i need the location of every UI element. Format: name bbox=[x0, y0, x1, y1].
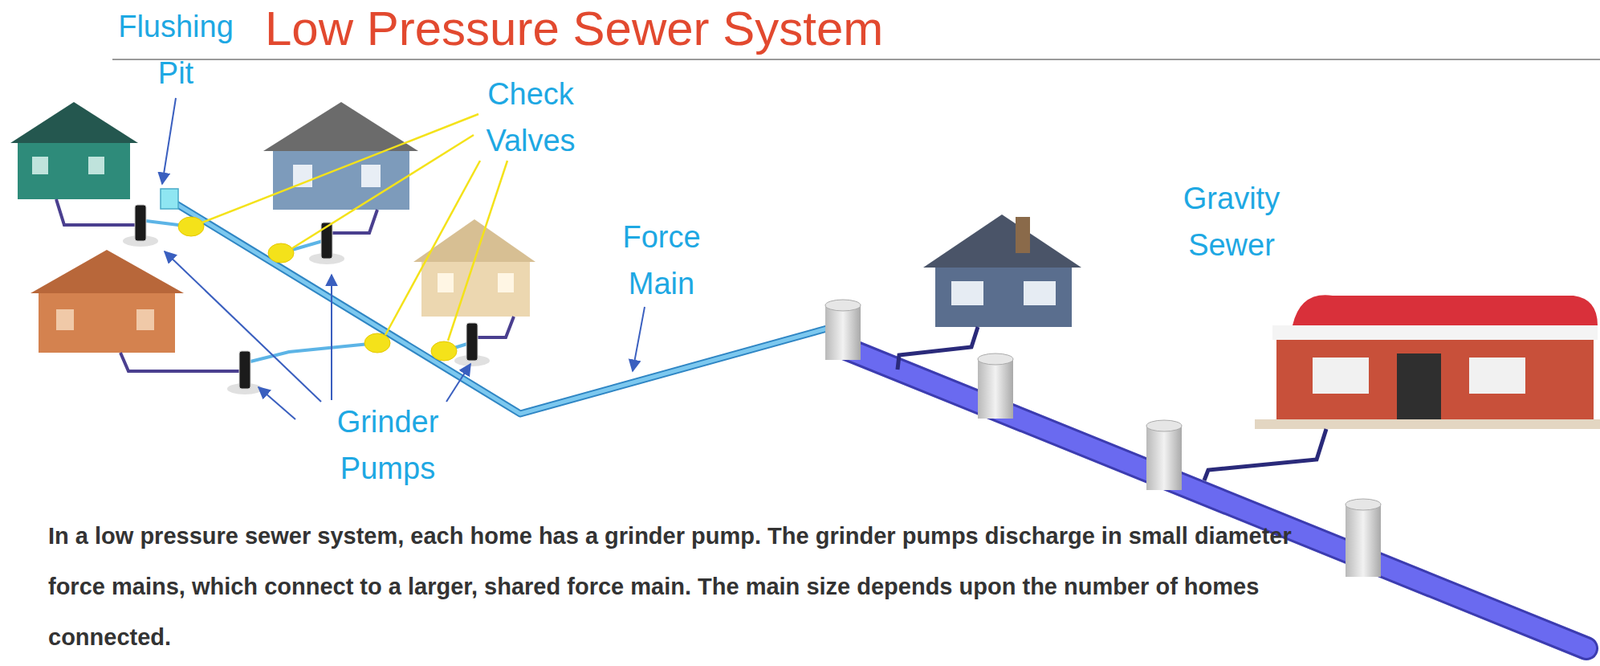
house-green bbox=[10, 101, 139, 200]
flushing-pit-box bbox=[160, 188, 179, 209]
force-main-pipe bbox=[168, 199, 827, 414]
house-beige bbox=[413, 219, 536, 317]
house-dark-blue bbox=[923, 214, 1082, 327]
gravity-sewer-label: Gravity Sewer bbox=[1155, 175, 1308, 269]
building-laterals bbox=[897, 326, 1327, 481]
house-blue bbox=[263, 101, 419, 210]
gravity-sewer-pipe bbox=[842, 346, 1587, 648]
header-rule bbox=[112, 58, 1600, 61]
pump-discharge-lines bbox=[146, 220, 468, 362]
check-valves-label: Check Valves bbox=[454, 70, 607, 164]
grinder-pumps bbox=[122, 204, 490, 395]
check-valve-leaders bbox=[202, 113, 508, 341]
gravity-sewer-outline bbox=[842, 346, 1587, 648]
restaurant-building bbox=[1254, 294, 1600, 429]
grinder-pumps-label: Grinder Pumps bbox=[311, 398, 465, 492]
check-valves bbox=[178, 216, 457, 361]
flushing-pit-label: Flushing Pit bbox=[103, 3, 249, 97]
slide-title: Low Pressure Sewer System bbox=[264, 1, 884, 57]
force-main-label: Force Main bbox=[597, 213, 726, 307]
house-orange bbox=[30, 249, 184, 353]
force-main-outline bbox=[168, 199, 827, 414]
caption-text: In a low pressure sewer system, each hom… bbox=[48, 510, 1317, 663]
